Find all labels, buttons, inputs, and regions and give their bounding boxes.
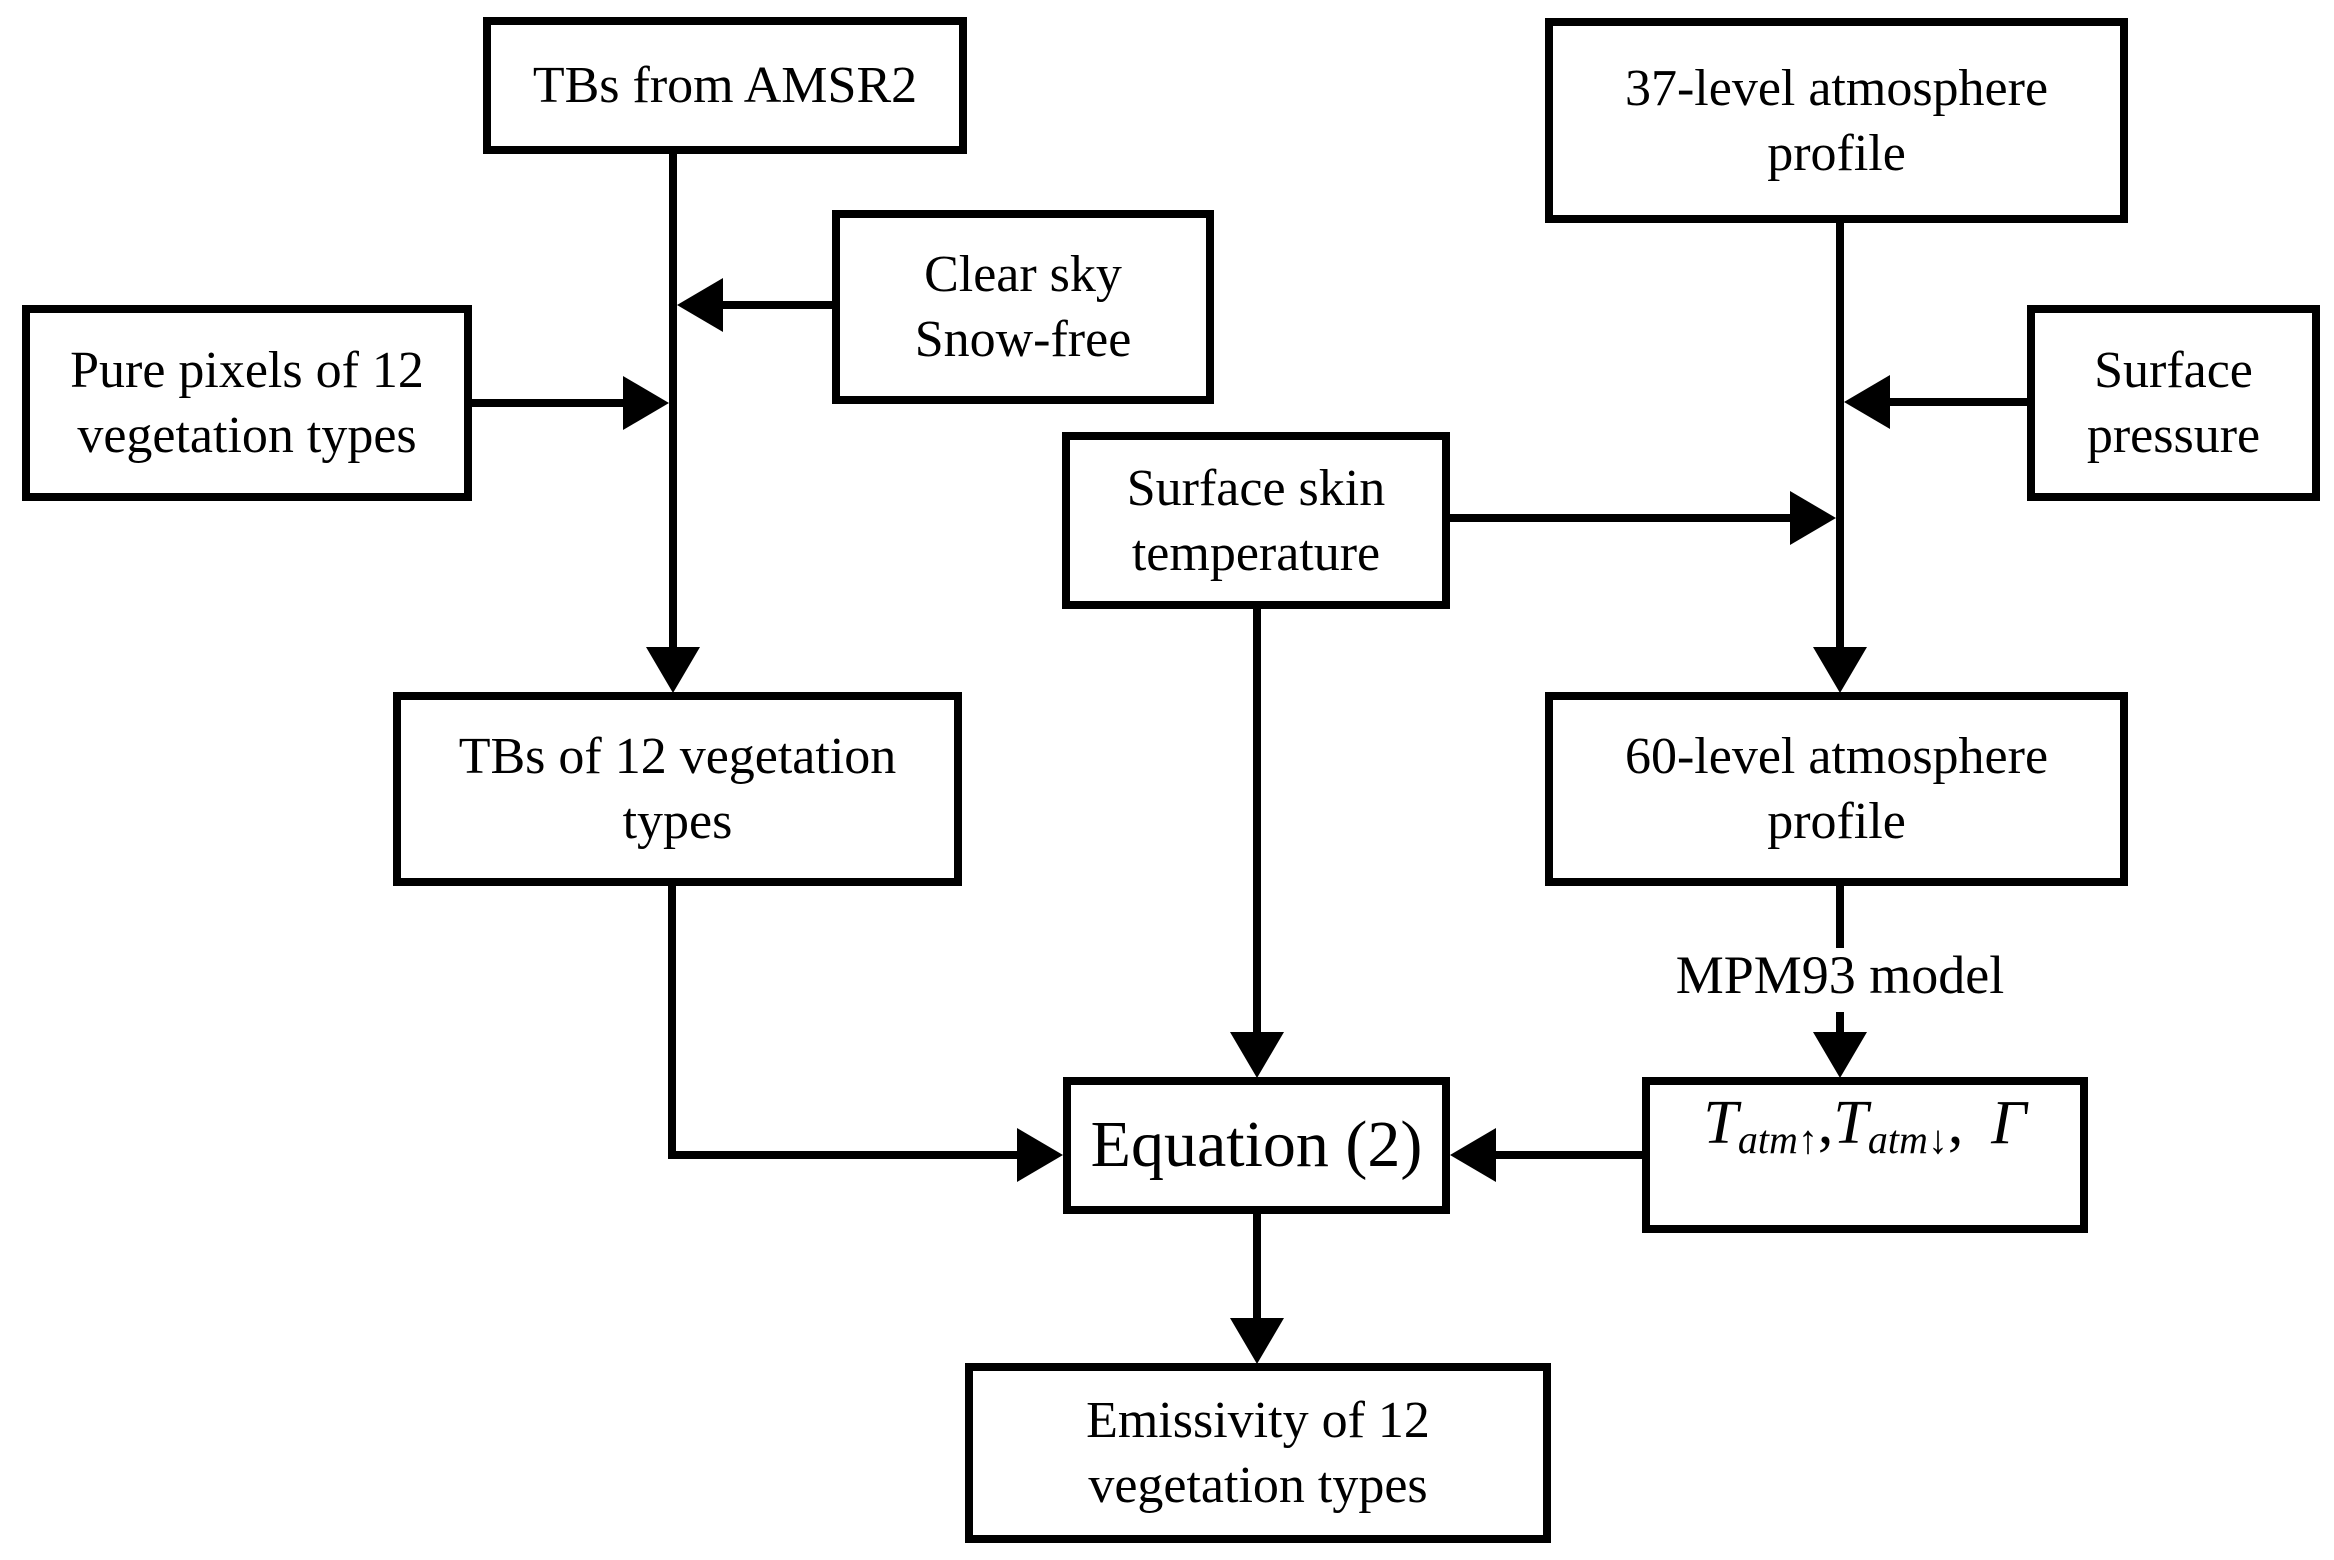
tatm-gamma: Γ [1991,1089,2027,1157]
arrow-atm37-atm60-head [1813,647,1867,693]
node-tbs-of-12-vegetation-types: TBs of 12 vegetation types [393,692,962,886]
arrow-skin-equation-shaft [1253,608,1261,1032]
node-emissivity: Emissivity of 12 vegetation types [965,1363,1551,1543]
tatm-comma2: , [1947,1089,1964,1157]
node-surface-pressure: Surface pressure [2027,305,2320,501]
node-surface-skin-temperature-label: Surface skin temperature [1126,459,1386,582]
arrow-mpm93-tatm-head [1813,1032,1867,1078]
arrow-tbs12-hshaft [668,1151,1018,1159]
arrow-tatm-equation-shaft [1495,1151,1646,1159]
arrow-atm37-atm60-shaft [1836,222,1844,647]
node-surface-skin-temperature: Surface skin temperature [1062,432,1450,609]
node-60-level-atmosphere-profile: 60-level atmosphere profile [1545,692,2128,886]
node-37-level-atmosphere-profile-label: 37-level atmosphere profile [1624,59,2049,182]
arrow-clear-sky-shaft [722,301,836,309]
arrow-skin-line-head [1790,491,1836,545]
arrow-tatm-equation-head [1450,1128,1496,1182]
arrow-amsr2-to-tbs12-shaft [669,153,677,647]
tatm-t1: T [1703,1089,1738,1157]
arrow-pressure-head [1844,375,1890,429]
node-equation-2: Equation (2) [1063,1077,1450,1214]
arrow-pressure-shaft [1889,398,2031,406]
node-clear-sky-snow-free: Clear sky Snow-free [832,210,1214,404]
tatm-sub1: atm↑ [1737,1117,1818,1162]
arrow-equation-emissivity-shaft [1253,1213,1261,1318]
arrow-pure-pixels-head [623,376,669,430]
connector-atm60-mpm93-shaft [1836,885,1844,948]
label-mpm93-model: MPM93 model [1675,945,2005,1005]
node-60-level-atmosphere-profile-label: 60-level atmosphere profile [1624,728,2049,850]
arrow-amsr2-to-tbs12-head [646,647,700,693]
arrow-clear-sky-head [677,278,723,332]
tatm-t2: T [1833,1089,1868,1157]
arrow-pure-pixels-shaft [468,399,624,407]
arrow-tbs12-head [1017,1128,1063,1182]
node-tbs-of-12-vegetation-types-label: TBs of 12 vegetation types [458,728,897,850]
arrow-equation-emissivity-head [1230,1318,1284,1364]
node-surface-pressure-label: Surface pressure [2086,342,2261,464]
arrow-skin-equation-head [1230,1032,1284,1078]
node-emissivity-label: Emissivity of 12 vegetation types [1086,1392,1430,1514]
node-tbs-from-amsr2-label: TBs from AMSR2 [532,57,918,114]
arrow-tbs12-vshaft [668,885,676,1159]
node-equation-2-label: Equation (2) [1090,1108,1423,1182]
node-pure-pixels: Pure pixels of 12 vegetation types [22,305,472,501]
node-tbs-from-amsr2: TBs from AMSR2 [483,17,967,154]
node-clear-sky-snow-free-label: Clear sky Snow-free [914,246,1132,368]
node-pure-pixels-label: Pure pixels of 12 vegetation types [70,342,424,464]
arrow-skin-line-shaft [1450,514,1791,522]
tatm-comma1: , [1817,1089,1834,1157]
node-37-level-atmosphere-profile: 37-level atmosphere profile [1545,18,2128,223]
tatm-sub2: atm↓ [1867,1117,1948,1162]
arrow-mpm93-tatm-shaft [1836,1012,1844,1034]
